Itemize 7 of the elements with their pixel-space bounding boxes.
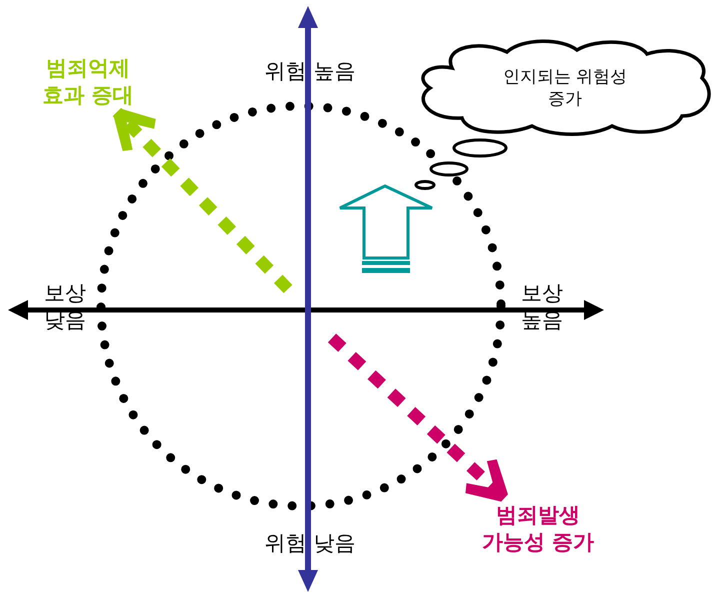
axis-label: 보상 높음	[520, 280, 564, 334]
axis-annotation: 범죄억제 효과 증대	[41, 54, 135, 109]
axis-label: 위험 높음	[264, 58, 356, 85]
axis-label: 위험 낮음	[264, 530, 356, 557]
cloud-text: 인지되는 위험성 증가	[502, 66, 628, 110]
axis-annotation: 범죄발생 가능성 증가	[480, 502, 596, 556]
axis-label: 보상 낮음	[43, 280, 87, 334]
